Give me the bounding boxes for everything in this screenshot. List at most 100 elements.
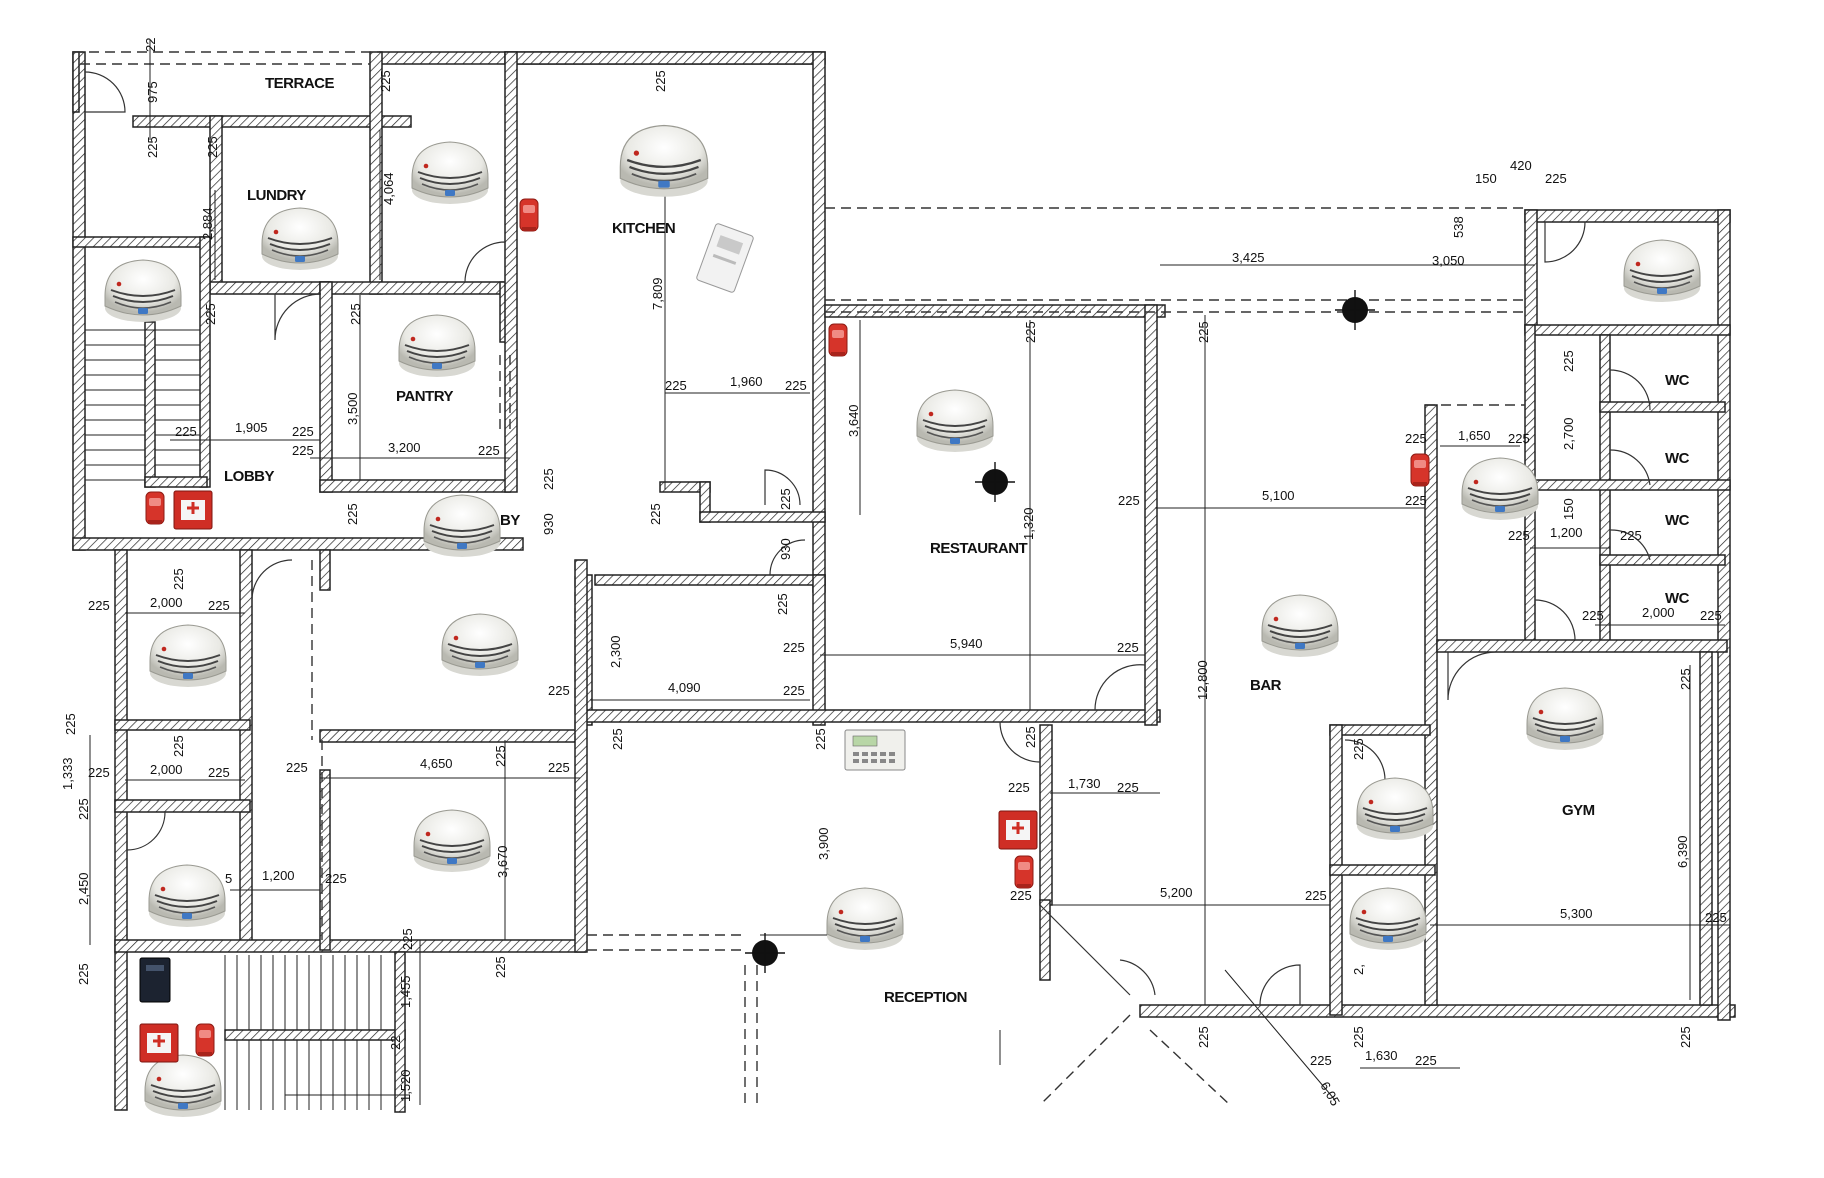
dim-label: 4,064 (381, 172, 396, 205)
dim-label: 225 (145, 136, 160, 158)
dim-label: 3,640 (846, 404, 861, 437)
dim-label: 225 (665, 378, 687, 393)
dim-label: 1,960 (730, 374, 763, 389)
dimension-lines (89, 40, 1730, 1105)
door-swings (84, 71, 1651, 1006)
junction-point-icon (974, 461, 1016, 503)
smoke-detector-icon (1461, 457, 1539, 521)
alarm-sounder-icon (1014, 855, 1034, 889)
smoke-detector-icon (1349, 887, 1427, 951)
alarm-sounder-icon (1410, 453, 1430, 487)
room-label-wc-4: WC (1665, 590, 1690, 607)
dim-label: 225 (345, 503, 360, 525)
dim-label: 225 (775, 593, 790, 615)
dim-label: 5,100 (1262, 488, 1295, 503)
walls (72, 51, 1736, 1113)
dim-label: 5,940 (950, 636, 983, 651)
room-label-wc-1: WC (1665, 372, 1690, 389)
repeater-panel-icon (139, 957, 171, 1003)
dim-label: 150 (1561, 498, 1576, 520)
dim-label: 3,900 (816, 827, 831, 860)
dim-label: 225 (1196, 1026, 1211, 1048)
manual-call-point-icon (997, 809, 1039, 851)
dim-label: 3,500 (345, 392, 360, 425)
dim-label: 975 (145, 81, 160, 103)
smoke-detector-icon (411, 141, 489, 205)
dim-label: 150 (1475, 171, 1497, 186)
dim-label: 1,200 (262, 868, 295, 883)
dim-label: 225 (88, 598, 110, 613)
smoke-detector-icon (413, 809, 491, 873)
dim-label: 3,425 (1232, 250, 1265, 265)
dim-label: 225 (378, 70, 393, 92)
smoke-detector-icon (148, 864, 226, 928)
dim-label: 225 (205, 136, 220, 158)
dim-label: 225 (1620, 528, 1642, 543)
dim-label: 225 (1117, 640, 1139, 655)
dim-label: 225 (1700, 608, 1722, 623)
dim-label: 225 (493, 956, 508, 978)
dim-label: 2,884 (200, 207, 215, 240)
dim-label: 225 (610, 728, 625, 750)
dim-label: 225 (1508, 431, 1530, 446)
dim-label: 2,000 (150, 595, 183, 610)
dim-label: 225 (1305, 888, 1327, 903)
dim-label: 225 (785, 378, 807, 393)
dim-label: 225 (548, 760, 570, 775)
room-label-terrace: TERRACE (265, 75, 334, 92)
room-label-wc-2: WC (1665, 450, 1690, 467)
dim-label: 225 (203, 303, 218, 325)
dim-label: 7,809 (650, 277, 665, 310)
dim-label: 420 (1510, 158, 1532, 173)
smoke-detectors (104, 124, 1701, 1118)
dim-label: 225 (1405, 493, 1427, 508)
manual-call-point-icon (138, 1022, 180, 1064)
dim-label: 225 (1678, 1026, 1693, 1048)
dim-label: 225 (783, 640, 805, 655)
smoke-detector-icon (1356, 777, 1434, 841)
dim-label: 225 (171, 735, 186, 757)
dim-label: 225 (88, 765, 110, 780)
dim-label: 225 (478, 443, 500, 458)
dim-label: 22 (143, 38, 158, 52)
smoke-detector-icon (144, 1054, 222, 1118)
room-label-bar: BAR (1250, 677, 1282, 694)
room-label-restaurant: RESTAURANT (930, 540, 1028, 557)
dim-label: 225 (648, 503, 663, 525)
alarm-sounder-icon (519, 198, 539, 232)
dim-label: 225 (1405, 431, 1427, 446)
alarm-sounder-icon (195, 1023, 215, 1057)
dim-label: 225 (778, 488, 793, 510)
dim-label: 22 (388, 1036, 403, 1050)
thermostat-icon (696, 223, 754, 293)
room-label-lundry: LUNDRY (247, 187, 306, 204)
dim-label: 225 (783, 683, 805, 698)
fire-control-panel-icon (844, 729, 906, 771)
alarm-sounder-icon (145, 491, 165, 525)
dim-label: 225 (292, 443, 314, 458)
dim-label: 225 (1023, 726, 1038, 748)
smoke-detector-icon (1261, 594, 1339, 658)
dim-label: 2,000 (150, 762, 183, 777)
junction-point-icon (744, 932, 786, 974)
dim-label: 1,650 (1458, 428, 1491, 443)
dim-label: 930 (778, 538, 793, 560)
dim-label: 3,200 (388, 440, 421, 455)
dim-label: 225 (1508, 528, 1530, 543)
room-labels: TERRACE LUNDRY KITCHEN PANTRY LOBBY BY R… (224, 75, 1690, 1006)
dim-label: 225 (171, 568, 186, 590)
dim-label: 225 (653, 70, 668, 92)
dim-label: 225 (493, 745, 508, 767)
dim-label: 2,450 (76, 872, 91, 905)
smoke-detector-icon (1526, 687, 1604, 751)
smoke-detector-icon (441, 613, 519, 677)
room-label-gym: GYM (1562, 802, 1595, 819)
room-label-kitchen: KITCHEN (612, 220, 675, 237)
dim-label: 5,200 (1160, 885, 1193, 900)
dim-label: 225 (1010, 888, 1032, 903)
dim-label: 225 (1678, 668, 1693, 690)
dim-label: 225 (1117, 780, 1139, 795)
manual-call-point-icon (172, 489, 214, 531)
room-label-by: BY (500, 512, 520, 529)
dim-label: 2,000 (1642, 605, 1675, 620)
